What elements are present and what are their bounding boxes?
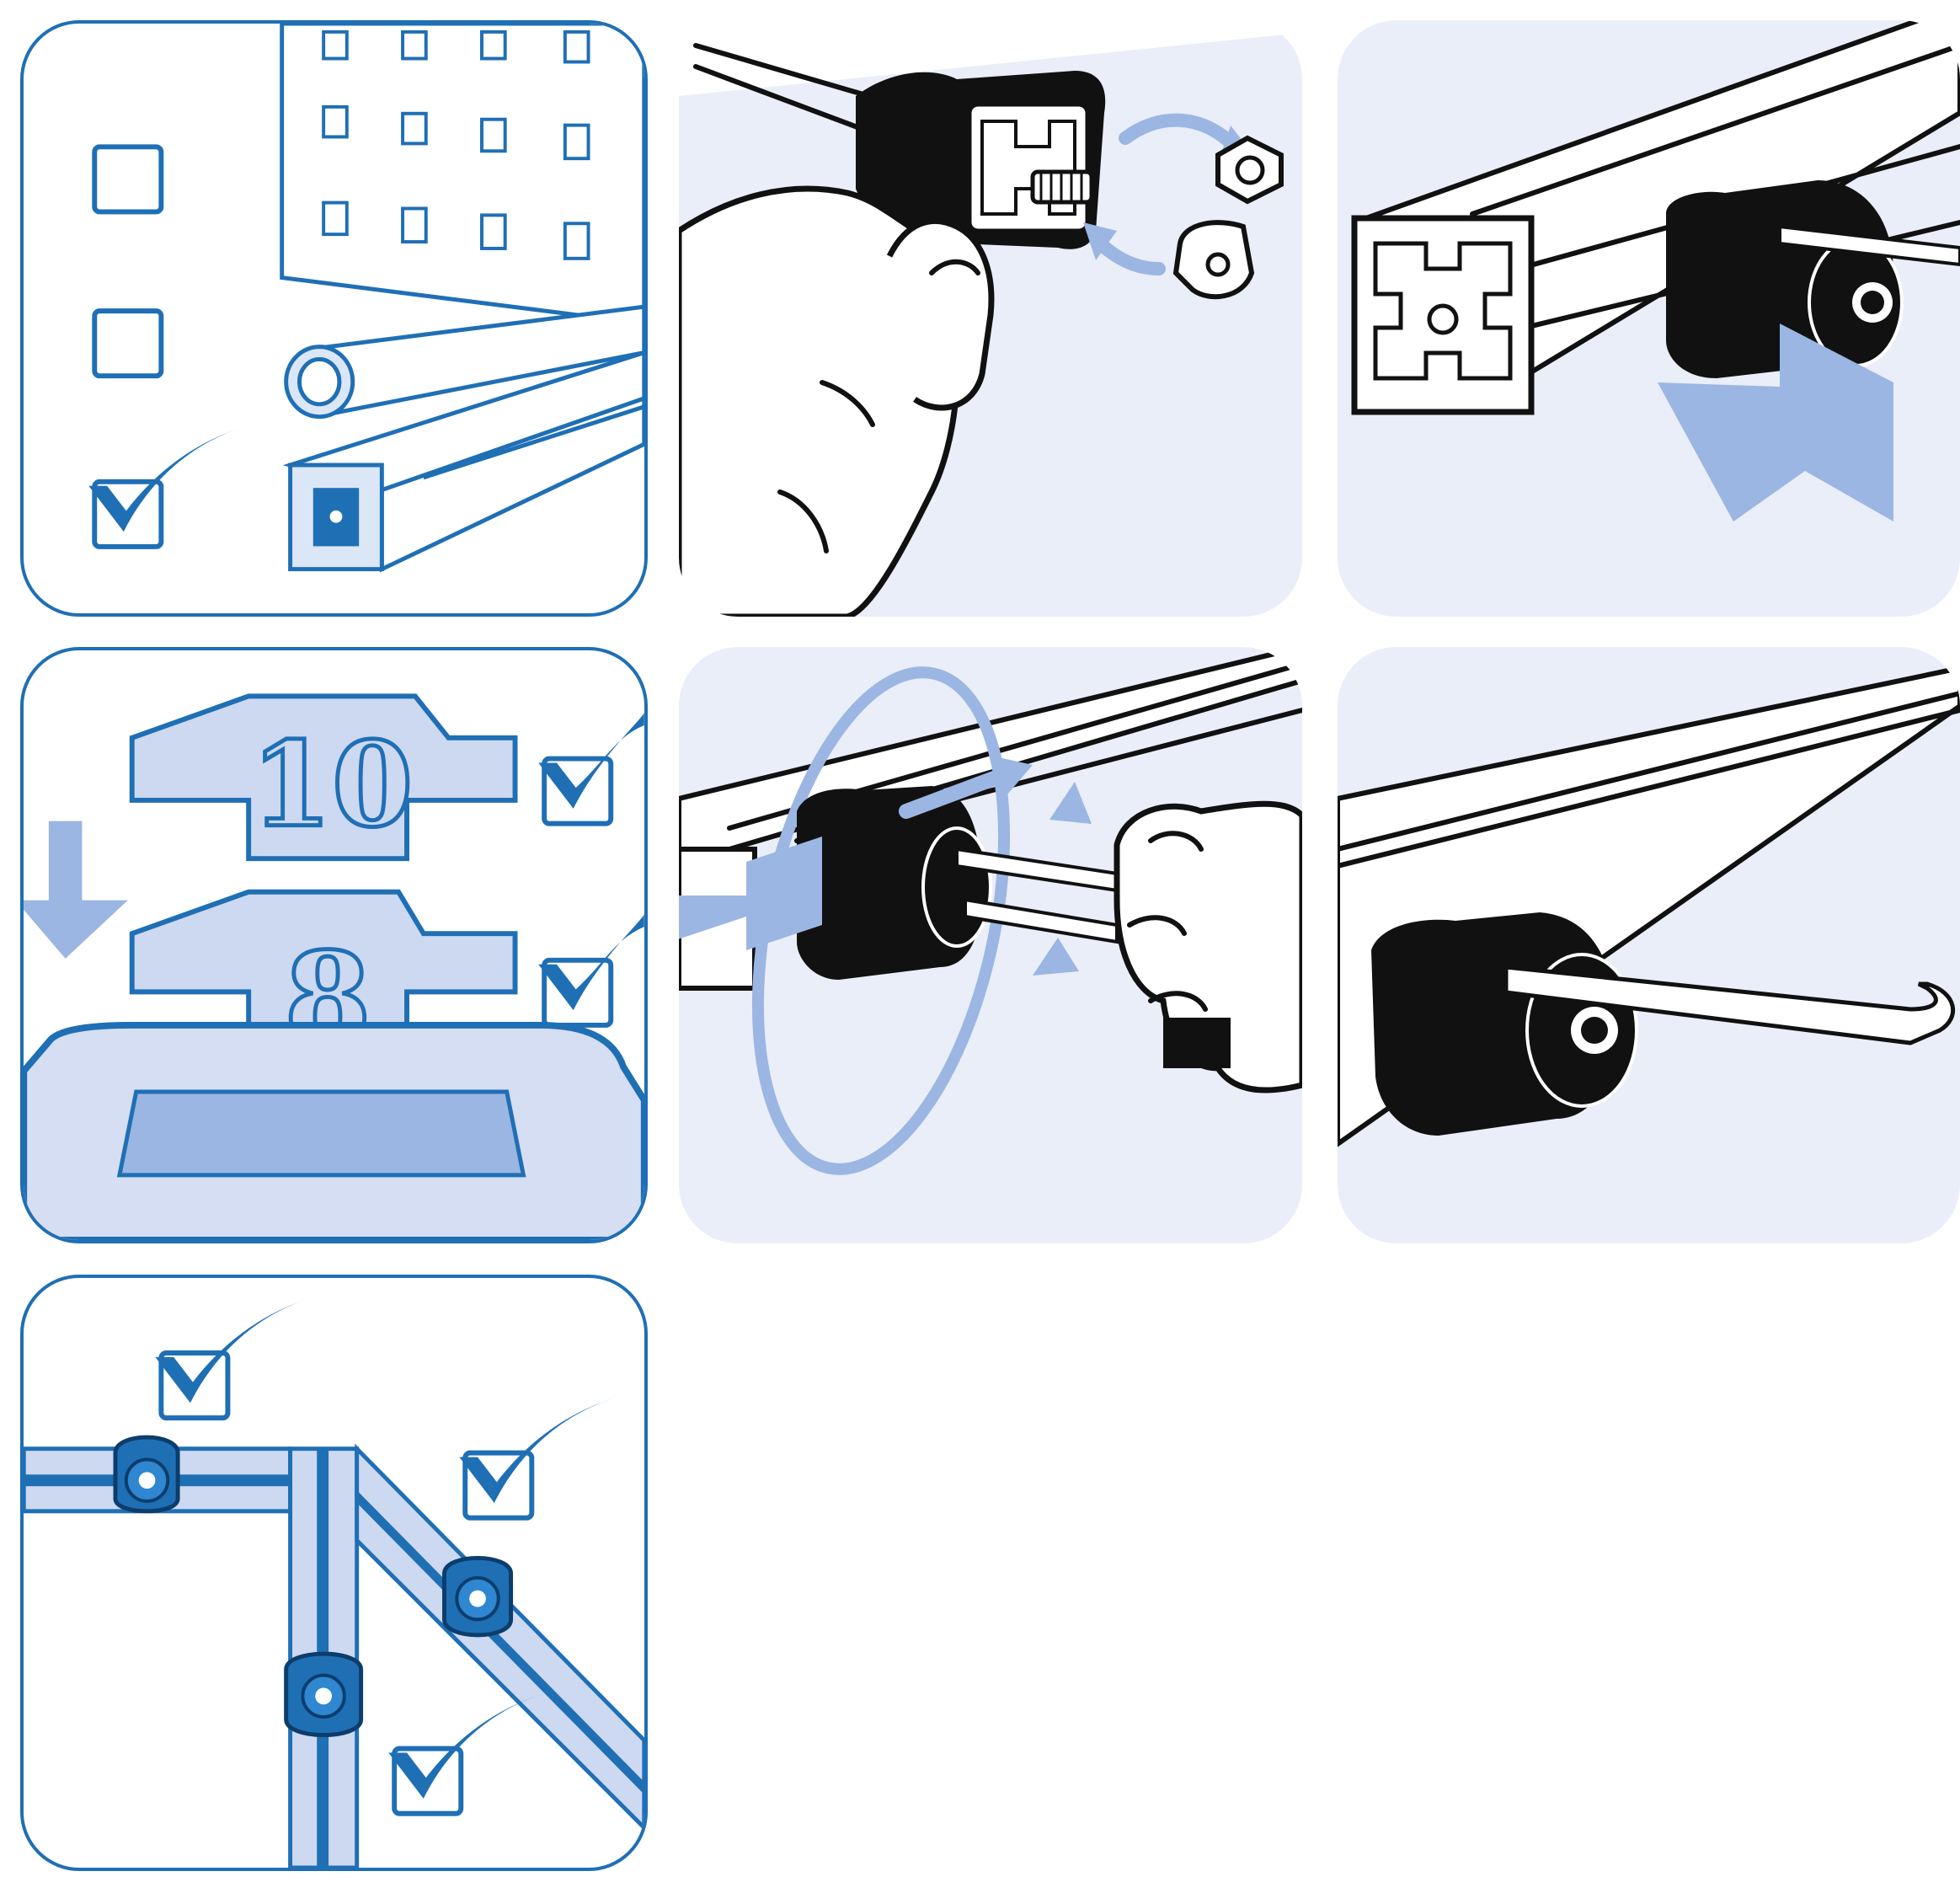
panel-slot-size: 10 8 (20, 647, 648, 1243)
t-nut-icon (1172, 220, 1255, 300)
arrow-remove-icon (1119, 113, 1242, 153)
panel-profile-selection (20, 20, 648, 617)
pegboard-holes (322, 29, 590, 260)
panel-slide-into-slot (1338, 20, 1960, 617)
hanger-diagonal (442, 1555, 514, 1638)
panel-tighten (679, 647, 1302, 1243)
hanger-vertical (284, 1651, 364, 1738)
checkbox-size-8-checked (538, 914, 644, 1028)
slot-opening (116, 1089, 526, 1178)
checkbox-size-10-checked (538, 713, 644, 826)
profile-selection-illustration (88, 24, 644, 573)
checkbox-profile-checked (88, 427, 243, 549)
slide-into-slot-illustration (1351, 20, 1960, 521)
panel-insert-nut (679, 20, 1302, 617)
size-label-10: 10 (251, 716, 414, 853)
down-arrow-icon (24, 821, 128, 959)
orientations-illustration (24, 1298, 644, 1868)
checkbox-pegboard (92, 144, 164, 215)
nut-size-8 (129, 889, 518, 1061)
check-mark-icon (538, 713, 644, 809)
checkbox-diagonal-checked (459, 1398, 613, 1521)
push-arrow-icon (679, 837, 822, 950)
push-arrow-icon (1658, 323, 1893, 521)
check-mark-icon (538, 914, 644, 1011)
hex-nut-icon (1215, 135, 1284, 205)
nut-size-10 (129, 693, 518, 862)
slot-size-illustration: 10 8 (24, 693, 644, 1240)
aluminium-profile (282, 350, 644, 573)
panel-mounted-hook (1338, 647, 1960, 1243)
profile-end (1351, 215, 1535, 415)
hook-rod (1778, 224, 1960, 267)
checkbox-tube (92, 308, 164, 379)
panel-orientations (20, 1275, 648, 1871)
pegboard (280, 24, 644, 326)
tighten-illustration (679, 647, 1302, 1175)
hook-rod (1503, 965, 1956, 1045)
hand (1114, 800, 1302, 1093)
mounted-hook-illustration (1338, 665, 1960, 1147)
checkbox-horizontal-checked (155, 1298, 309, 1421)
hanger-horizontal (113, 1435, 180, 1514)
checkbox-vertical-checked (388, 1694, 542, 1816)
insert-nut-illustration (679, 20, 1302, 617)
